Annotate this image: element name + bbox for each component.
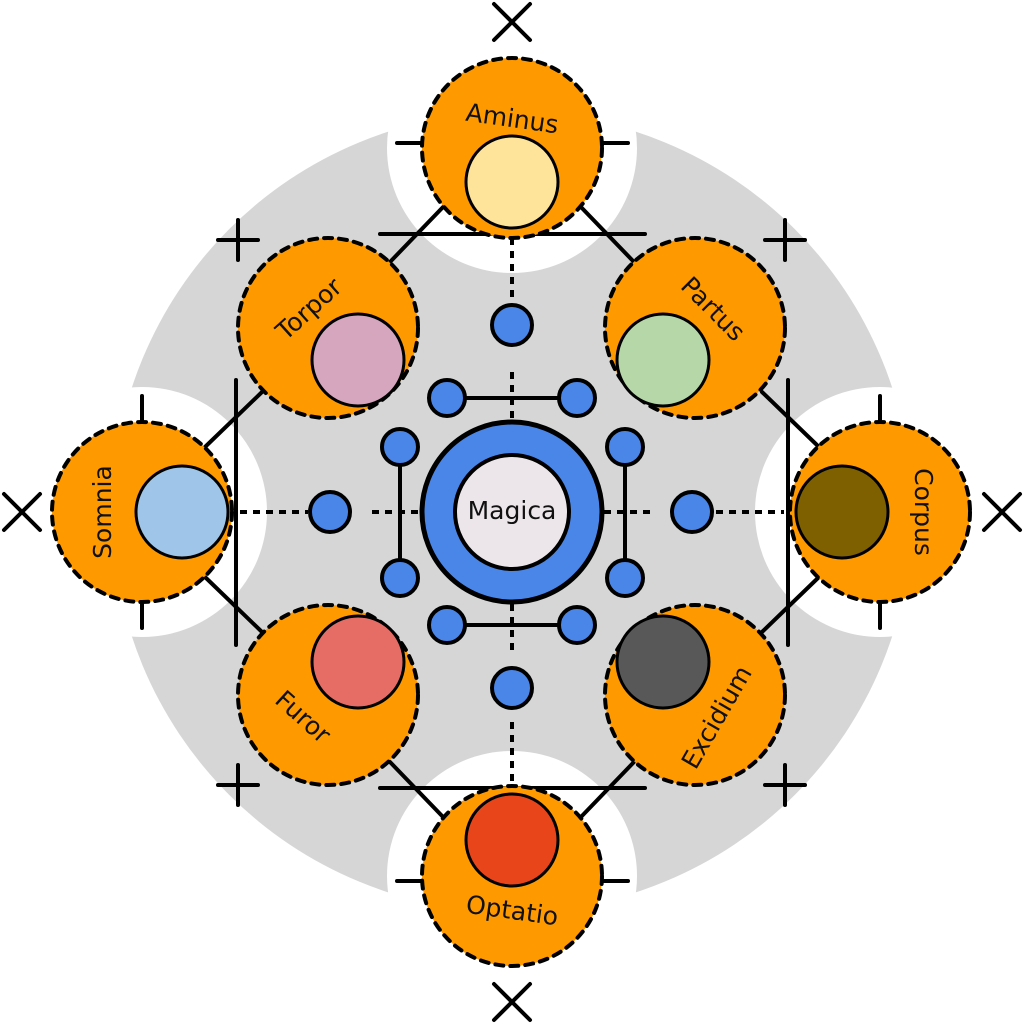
- node-aminus[interactable]: Aminus: [420, 56, 604, 240]
- node-somnia[interactable]: Somnia: [50, 420, 234, 604]
- plus-icon: [763, 218, 807, 262]
- satellite-circle: [490, 303, 534, 347]
- satellite-circle: [380, 558, 420, 598]
- node-color-circle: [134, 464, 230, 560]
- satellite-circle: [427, 378, 467, 418]
- node-partus[interactable]: Partus: [603, 236, 787, 420]
- center-node[interactable]: Magica: [419, 419, 605, 605]
- node-corpus[interactable]: Corpus: [788, 420, 972, 604]
- node-excidium[interactable]: Excidium: [603, 603, 787, 787]
- satellite-circle: [605, 427, 645, 467]
- x-icon: [492, 2, 532, 42]
- plus-icon: [216, 218, 260, 262]
- plus-icon: [216, 763, 260, 807]
- satellite-circle: [380, 427, 420, 467]
- node-label: Somnia: [88, 465, 117, 559]
- satellite-circle: [308, 490, 352, 534]
- satellite-circle: [557, 378, 597, 418]
- x-icon: [2, 492, 42, 532]
- node-color-circle: [310, 614, 406, 710]
- node-furor[interactable]: Furor: [236, 603, 420, 787]
- dashed-links: [240, 238, 784, 786]
- satellite-circle: [557, 605, 597, 645]
- plus-icon: [763, 763, 807, 807]
- satellite-circle: [670, 490, 714, 534]
- center-core: [453, 453, 571, 571]
- satellite-group: [308, 303, 714, 710]
- node-torpor[interactable]: Torpor: [236, 236, 420, 420]
- node-optatio[interactable]: Optatio: [420, 784, 604, 968]
- satellite-circle: [605, 558, 645, 598]
- center-label: Magica: [468, 496, 557, 525]
- node-color-circle: [794, 464, 890, 560]
- x-icon: [492, 982, 532, 1022]
- node-color-circle: [615, 614, 711, 710]
- satellite-circle: [427, 605, 467, 645]
- node-color-circle: [310, 312, 406, 408]
- satellite-circle: [490, 666, 534, 710]
- x-icon: [982, 492, 1022, 532]
- node-label: Corpus: [909, 468, 938, 556]
- node-color-circle: [464, 134, 560, 230]
- node-color-circle: [615, 312, 711, 408]
- node-color-circle: [464, 792, 560, 888]
